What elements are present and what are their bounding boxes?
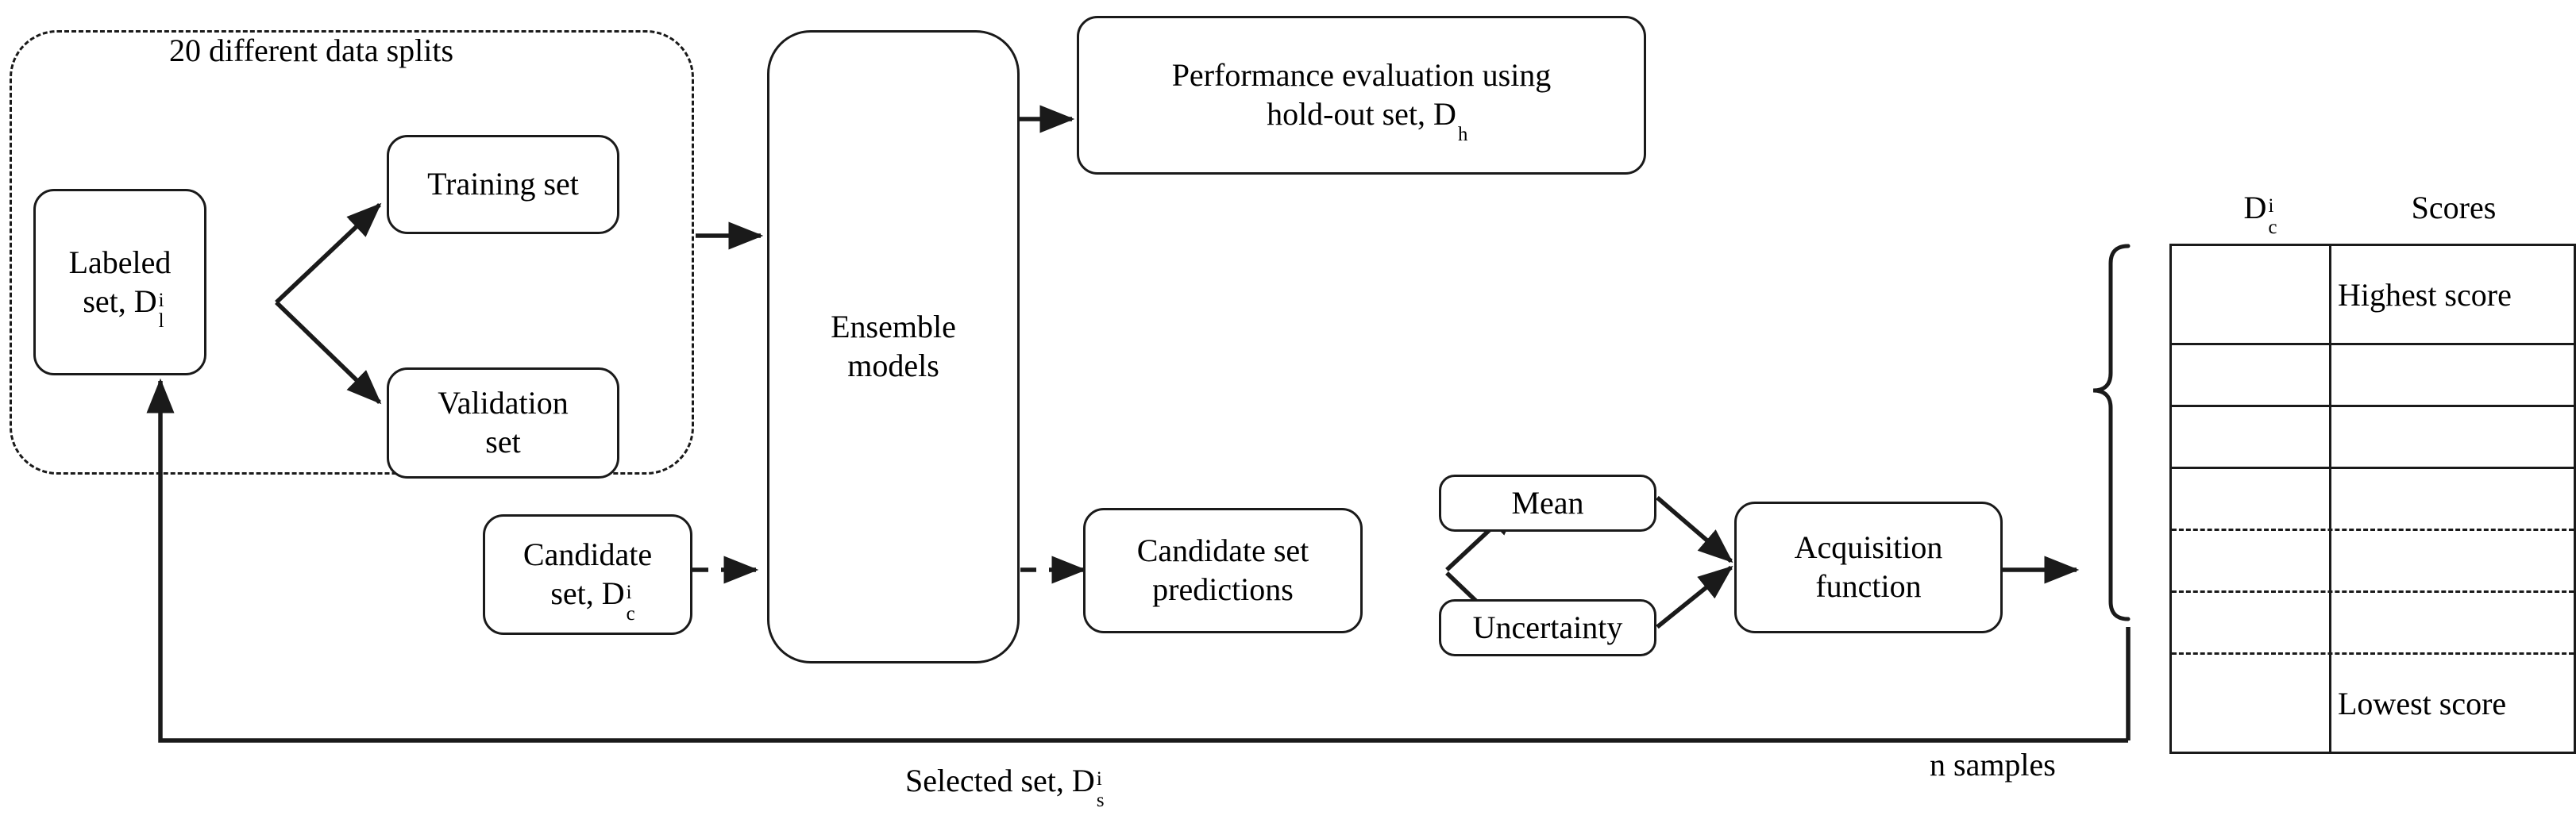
node-uncertainty-label: Uncertainty xyxy=(1472,609,1623,645)
table-cell-candidate xyxy=(2172,531,2329,590)
node-uncertainty[interactable]: Uncertainty xyxy=(1439,599,1656,656)
data-splits-label: 20 different data splits xyxy=(169,33,454,68)
node-mean[interactable]: Mean xyxy=(1439,475,1656,532)
table-row xyxy=(2172,407,2574,469)
node-ensemble-models-label: Ensemble models xyxy=(831,309,956,383)
table-cell-score xyxy=(2329,407,2574,467)
table-cell-score xyxy=(2329,469,2574,529)
table-cell-score: Highest score xyxy=(2329,246,2574,343)
node-validation-set[interactable]: Validation set xyxy=(387,367,619,479)
table-cell-candidate xyxy=(2172,593,2329,652)
table-cell-candidate xyxy=(2172,469,2329,529)
table-cell-candidate xyxy=(2172,655,2329,752)
table-cell-score xyxy=(2329,593,2574,652)
table-row: Highest score xyxy=(2172,246,2574,345)
scores-table: Highest score Lowest score xyxy=(2169,244,2576,754)
node-mean-label: Mean xyxy=(1511,484,1584,521)
node-acquisition-function-label: Acquisition function xyxy=(1794,529,1943,604)
table-row: Lowest score xyxy=(2172,655,2574,752)
node-training-set-label: Training set xyxy=(427,166,579,202)
node-validation-set-label: Validation set xyxy=(438,385,569,460)
table-cell-score xyxy=(2329,345,2574,405)
table-row xyxy=(2172,531,2574,593)
node-acquisition-function[interactable]: Acquisition function xyxy=(1734,502,2003,633)
table-row xyxy=(2172,345,2574,407)
node-candidate-set-predictions[interactable]: Candidate set predictions xyxy=(1083,508,1363,633)
table-row xyxy=(2172,593,2574,655)
node-ensemble-models[interactable]: Ensemble models xyxy=(767,30,1020,663)
node-training-set[interactable]: Training set xyxy=(387,135,619,234)
node-candidate-set-predictions-label: Candidate set predictions xyxy=(1136,533,1309,607)
table-cell-candidate xyxy=(2172,407,2329,467)
edge-label-n-samples: n samples xyxy=(1930,747,2056,783)
table-cell-score: Lowest score xyxy=(2329,655,2574,752)
table-header-scores: Scores xyxy=(2411,190,2497,225)
table-cell-candidate xyxy=(2172,246,2329,343)
node-performance-evaluation-label: Performance evaluation using hold-out se… xyxy=(1171,57,1552,145)
node-performance-evaluation[interactable]: Performance evaluation using hold-out se… xyxy=(1077,16,1646,175)
table-row xyxy=(2172,469,2574,531)
table-cell-candidate xyxy=(2172,345,2329,405)
table-cell-score xyxy=(2329,531,2574,590)
